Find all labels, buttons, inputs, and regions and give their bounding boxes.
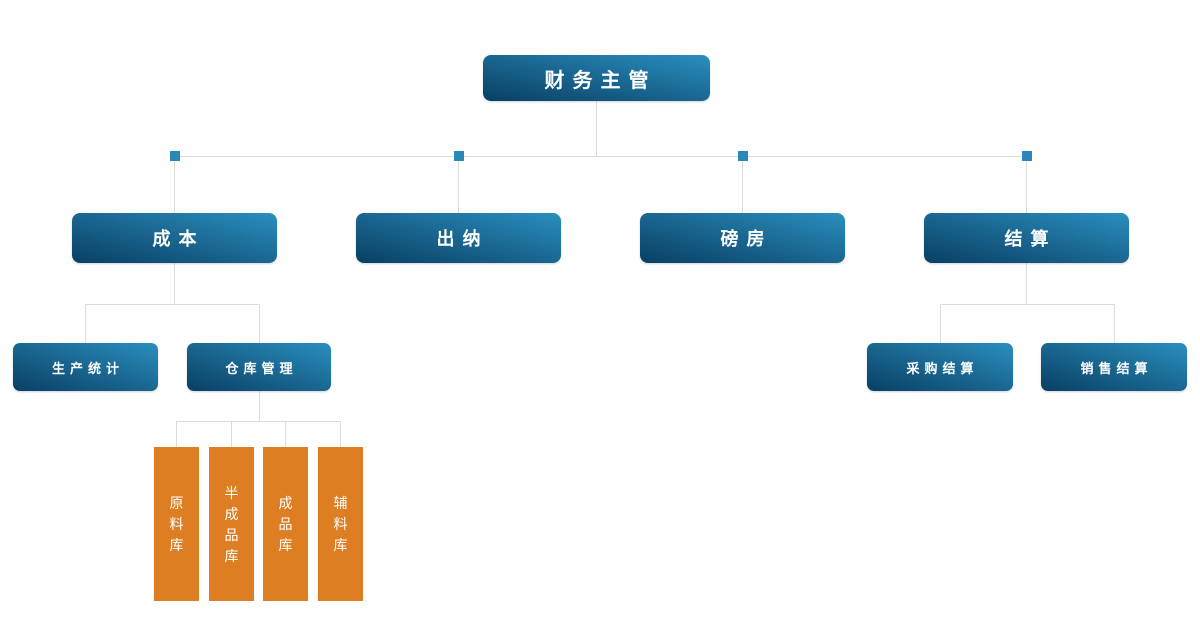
node-finance-supervisor: 财务主管 bbox=[483, 55, 710, 101]
node-settlement: 结算 bbox=[924, 213, 1129, 263]
junction-marker-cashier bbox=[454, 151, 464, 161]
connector-cost-drop bbox=[174, 156, 175, 213]
node-purchase-settlement: 采购结算 bbox=[867, 343, 1013, 391]
node-cashier: 出纳 bbox=[356, 213, 561, 263]
connector-warehouse-rail bbox=[176, 421, 340, 422]
junction-marker-weighbridge bbox=[738, 151, 748, 161]
connector-semi-finished-drop bbox=[231, 421, 232, 447]
node-finished-goods-warehouse: 成品库 bbox=[263, 447, 308, 601]
connector-finished-goods-drop bbox=[285, 421, 286, 447]
junction-marker-cost bbox=[170, 151, 180, 161]
connector-cost-rail bbox=[85, 304, 259, 305]
connector-warehouse-mgmt-drop bbox=[259, 304, 260, 343]
node-auxiliary-material-warehouse: 辅料库 bbox=[318, 447, 363, 601]
connector-auxiliary-material-drop bbox=[340, 421, 341, 447]
node-raw-material-warehouse: 原料库 bbox=[154, 447, 199, 601]
connector-warehouse-stem bbox=[259, 391, 260, 421]
connector-cost-stem bbox=[174, 263, 175, 304]
connector-settlement-rail bbox=[940, 304, 1114, 305]
connector-production-stats-drop bbox=[85, 304, 86, 343]
connector-settlement-stem bbox=[1026, 263, 1027, 304]
node-cost: 成本 bbox=[72, 213, 277, 263]
connector-raw-material-drop bbox=[176, 421, 177, 447]
junction-marker-settlement bbox=[1022, 151, 1032, 161]
connector-cashier-drop bbox=[458, 156, 459, 213]
node-weighbridge: 磅房 bbox=[640, 213, 845, 263]
node-sales-settlement: 销售结算 bbox=[1041, 343, 1187, 391]
node-semi-finished-warehouse: 半成品库 bbox=[209, 447, 254, 601]
connector-weighbridge-drop bbox=[742, 156, 743, 213]
node-warehouse-management: 仓库管理 bbox=[187, 343, 331, 391]
connector-sales-settlement-drop bbox=[1114, 304, 1115, 343]
connector-level1-rail bbox=[174, 156, 1027, 157]
node-production-statistics: 生产统计 bbox=[13, 343, 158, 391]
connector-purchase-settlement-drop bbox=[940, 304, 941, 343]
connector-root-stem bbox=[596, 101, 597, 156]
connector-settlement-drop bbox=[1026, 156, 1027, 213]
